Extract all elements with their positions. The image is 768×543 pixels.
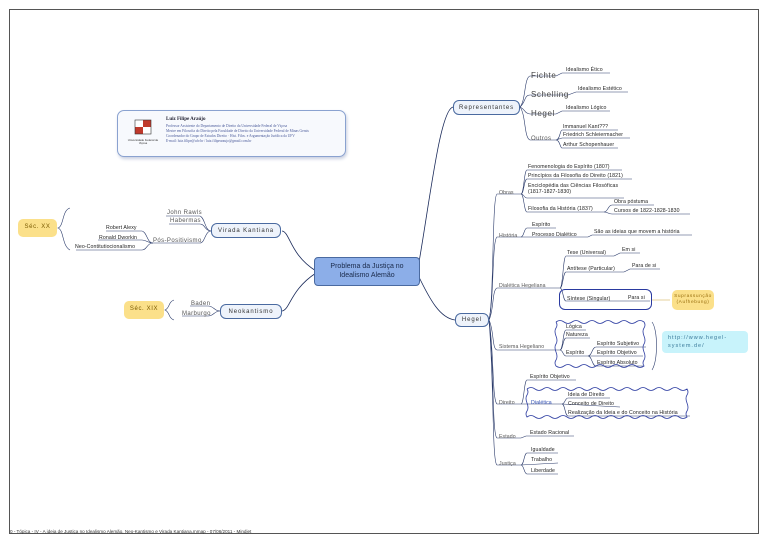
- obra-principios[interactable]: Princípios da Filosofia do Direito (1821…: [528, 173, 623, 179]
- university-logo-icon: [134, 119, 152, 135]
- sintese-box: [559, 289, 652, 310]
- rawls-label[interactable]: John Rawls: [167, 210, 203, 216]
- footer-text: 0 - Tópica - IV - A ideia de Justiça no …: [10, 529, 252, 534]
- hegel-rep-label[interactable]: Hegel: [531, 109, 555, 118]
- obra-enciclopedia[interactable]: Enciclopédia das Ciências Filosóficas: [528, 183, 619, 189]
- estado-racional-label[interactable]: Estado Racional: [530, 430, 570, 436]
- natureza-label[interactable]: Natureza: [566, 332, 588, 338]
- conceito-direito-label[interactable]: Conceito de Direito: [568, 401, 615, 407]
- virada-kantiana-node[interactable]: Virada Kantiana: [211, 223, 281, 238]
- central-line-1: Problema da Justiça no: [330, 262, 404, 270]
- direito-label[interactable]: Direito: [499, 400, 515, 406]
- sistema-wavy-frame: [554, 320, 646, 368]
- sistema-hegeliano-label[interactable]: Sistema Hegeliano: [499, 344, 545, 350]
- neokantismo-node[interactable]: Neokantismo: [220, 304, 282, 319]
- fichte-label[interactable]: Fichte: [531, 71, 557, 80]
- justica-label[interactable]: Justiça: [499, 461, 516, 467]
- sec-xix-note: Séc. XIX: [124, 301, 164, 319]
- outro-schleiermacher[interactable]: Friedrich Schleiermacher: [563, 132, 624, 138]
- outro-kant[interactable]: Immanuel Kant???: [563, 124, 609, 130]
- processo-dialetico-label[interactable]: Processo Dialético: [532, 232, 577, 238]
- historia-label[interactable]: História: [499, 233, 518, 239]
- outros-label[interactable]: Outros: [531, 136, 552, 142]
- para-de-si-label[interactable]: Para de si: [632, 263, 657, 269]
- dialetica-direito-label[interactable]: Dialética: [531, 400, 552, 406]
- obra-fenomenologia[interactable]: Fenomenologia do Espírito (1807): [528, 164, 610, 170]
- pos-positivismo-label[interactable]: Pós-Positivismo: [153, 238, 202, 244]
- espirito-absoluto-label[interactable]: Espírito Absoluto: [597, 360, 638, 366]
- neo-constitucionalismo-label[interactable]: Neo-Contitutiocionalismo: [75, 244, 136, 250]
- tese-label[interactable]: Tese (Universal): [567, 250, 607, 256]
- trabalho-label[interactable]: Trabalho: [531, 457, 553, 463]
- marburgo-label[interactable]: Marburgo: [182, 311, 211, 317]
- direito-wavy-frame: [525, 387, 689, 419]
- obra-postuma-label[interactable]: Obra póstuma: [614, 199, 649, 205]
- igualdade-label[interactable]: Igualdade: [531, 447, 555, 453]
- hegel-rep-note[interactable]: Idealismo Lógico: [566, 105, 607, 111]
- schelling-label[interactable]: Schelling: [531, 90, 569, 99]
- sistema-espirito-label[interactable]: Espírito: [566, 350, 585, 356]
- obra-filosofia-historia[interactable]: Filosofia da História (1837): [528, 206, 593, 212]
- espirito-historia-label[interactable]: Espírito: [532, 222, 551, 228]
- direito-espirito-objetivo[interactable]: Espírito Objetivo: [530, 374, 570, 380]
- author-line-2: Mestre em Filosofia do Direito pela Facu…: [166, 129, 309, 133]
- dworkin-label[interactable]: Ronald Dworkin: [99, 235, 138, 241]
- hegel-system-url[interactable]: http://www.hegel-system.de/: [662, 331, 748, 353]
- representantes-node[interactable]: Representantes: [453, 100, 520, 115]
- obra-enciclopedia-dates: (1817-1827-1830): [528, 189, 572, 195]
- ideia-direito-label[interactable]: Ideia de Direito: [568, 392, 605, 398]
- logo-caption: Universidade Federal de Viçosa: [127, 138, 159, 146]
- suprassuncao-note: Suprassunção (Aufhebung): [672, 290, 714, 310]
- cursos-label[interactable]: Cursos de 1822-1828-1830: [614, 208, 680, 214]
- central-line-2: Idealismo Alemão: [339, 271, 395, 279]
- estado-label[interactable]: Estado: [499, 434, 516, 440]
- para-si-label[interactable]: Para si: [628, 295, 645, 301]
- ideias-movem-label[interactable]: São as ideias que movem a história: [594, 229, 680, 235]
- fichte-note[interactable]: Idealismo Ético: [566, 67, 603, 73]
- author-line-4: E-mail: luiz.filipe@ufv.br / luiz.filipe…: [166, 139, 252, 143]
- author-name: Luiz Filipe Araújo: [166, 117, 206, 122]
- espirito-subjetivo-label[interactable]: Espírito Subjetivo: [597, 341, 640, 347]
- author-card: Universidade Federal de Viçosa Luiz Fili…: [117, 110, 346, 157]
- sintese-label[interactable]: Síntese (Singular): [567, 296, 611, 302]
- logica-label[interactable]: Lógica: [566, 324, 582, 330]
- dialetica-hegeliana-label[interactable]: Dialética Hegeliana: [499, 283, 546, 289]
- outro-schopenhauer[interactable]: Arthur Schopenhauer: [563, 142, 615, 148]
- baden-label[interactable]: Baden: [191, 301, 211, 307]
- page-frame: [9, 9, 759, 534]
- author-line-1: Professor Assistente do Departamento de …: [166, 124, 288, 128]
- schelling-note[interactable]: Idealismo Estético: [578, 86, 622, 92]
- obras-label[interactable]: Obras: [499, 190, 514, 196]
- antitese-label[interactable]: Antítese (Particular): [567, 266, 615, 272]
- author-line-3: Coordenador do Grupo de Estudos Direito …: [166, 134, 295, 138]
- alexy-label[interactable]: Robert Alexy: [106, 225, 137, 231]
- espirito-objetivo-label[interactable]: Espírito Objetivo: [597, 350, 637, 356]
- liberdade-label[interactable]: Liberdade: [531, 468, 555, 474]
- sec-xx-note: Séc. XX: [18, 219, 57, 237]
- realizacao-label[interactable]: Realização da Ideia e do Conceito na His…: [568, 410, 678, 416]
- hegel-node[interactable]: Hegel: [455, 313, 489, 327]
- habermas-label[interactable]: Habermas: [170, 218, 201, 224]
- em-si-label[interactable]: Em si: [622, 247, 636, 253]
